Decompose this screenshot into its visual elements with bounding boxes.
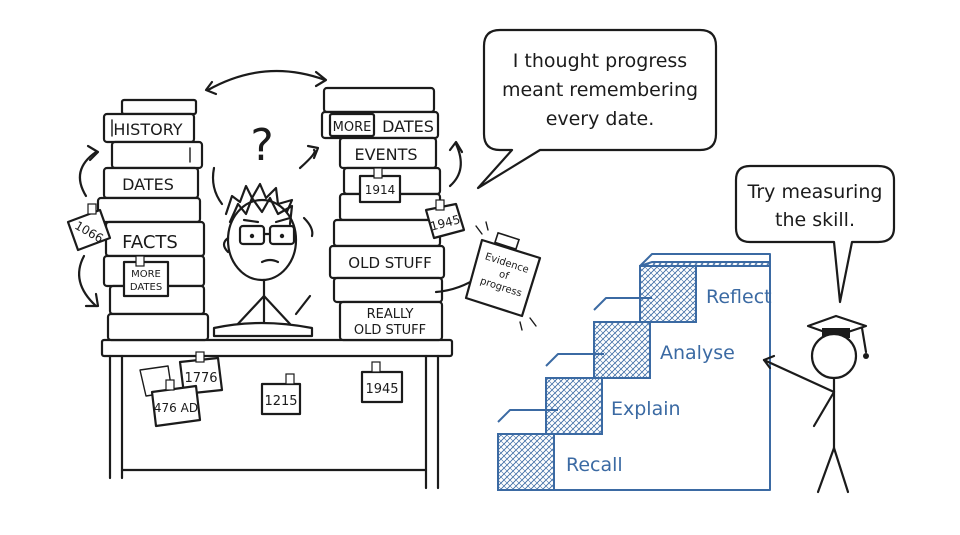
note-1776-text: 1776 <box>184 371 217 386</box>
step-reflect: Reflect <box>706 286 772 308</box>
step-recall: Recall <box>566 454 623 476</box>
book-more-dates-label: DATES <box>382 117 434 136</box>
clipboard: Evidence of progress <box>434 221 542 331</box>
note-1215-text: 1215 <box>264 394 297 409</box>
student-speech-line-1: I thought progress <box>513 50 687 72</box>
desk-note-1776: 1776 <box>178 351 224 396</box>
teacher <box>762 314 869 494</box>
note-1945-stack: 1945 <box>424 199 466 240</box>
teacher-speech-line-1: Try measuring <box>747 181 883 203</box>
student-speech-bubble: I thought progress meant remembering eve… <box>476 28 718 190</box>
book-old-stuff-label: OLD STUFF <box>348 254 431 272</box>
skill-staircase: Recall Explain Analyse Reflect <box>497 253 772 491</box>
book-really-old-stuff-label: OLD STUFF <box>354 323 426 338</box>
note-dates-text: DATES <box>130 282 162 293</box>
step-analyse: Analyse <box>660 342 735 364</box>
desk-note-476: 476 AD <box>150 379 202 428</box>
student-speech-line-3: every date. <box>546 108 655 130</box>
student <box>212 182 314 338</box>
book-facts-label: FACTS <box>122 232 178 253</box>
desk-note-1215: 1215 <box>260 373 302 416</box>
step-explain: Explain <box>611 398 681 420</box>
student-speech-line-2: meant remembering <box>502 79 698 101</box>
note-476-text: 476 AD <box>154 401 198 415</box>
question-mark: ? <box>250 120 273 171</box>
teacher-speech-line-2: the skill. <box>775 209 855 231</box>
book-history-label: HISTORY <box>113 120 182 139</box>
teacher-speech-bubble: Try measuring the skill. <box>734 164 896 304</box>
note-1066: 1066 <box>66 203 112 252</box>
desk-note-1945: 1945 <box>360 361 404 404</box>
desk <box>100 338 454 490</box>
note-more-dates-left: MORE DATES <box>122 255 170 298</box>
clipboard-line-2: of <box>497 269 510 283</box>
book-dates-label: DATES <box>122 175 174 194</box>
note-1945-desk-text: 1945 <box>365 382 398 397</box>
note-more-text: MORE <box>131 269 161 280</box>
book-really-label: REALLY <box>367 307 414 322</box>
right-book-stack: MORE DATES EVENTS OLD STUFF REALLY OLD S… <box>320 86 446 342</box>
note-1914: 1914 <box>358 167 402 204</box>
book-events-label: EVENTS <box>354 145 417 164</box>
motion-arrows <box>78 69 464 308</box>
left-book-stack: HISTORY DATES FACTS <box>96 98 210 342</box>
note-1914-text: 1914 <box>365 183 396 197</box>
book-more-label: MORE <box>333 120 372 135</box>
